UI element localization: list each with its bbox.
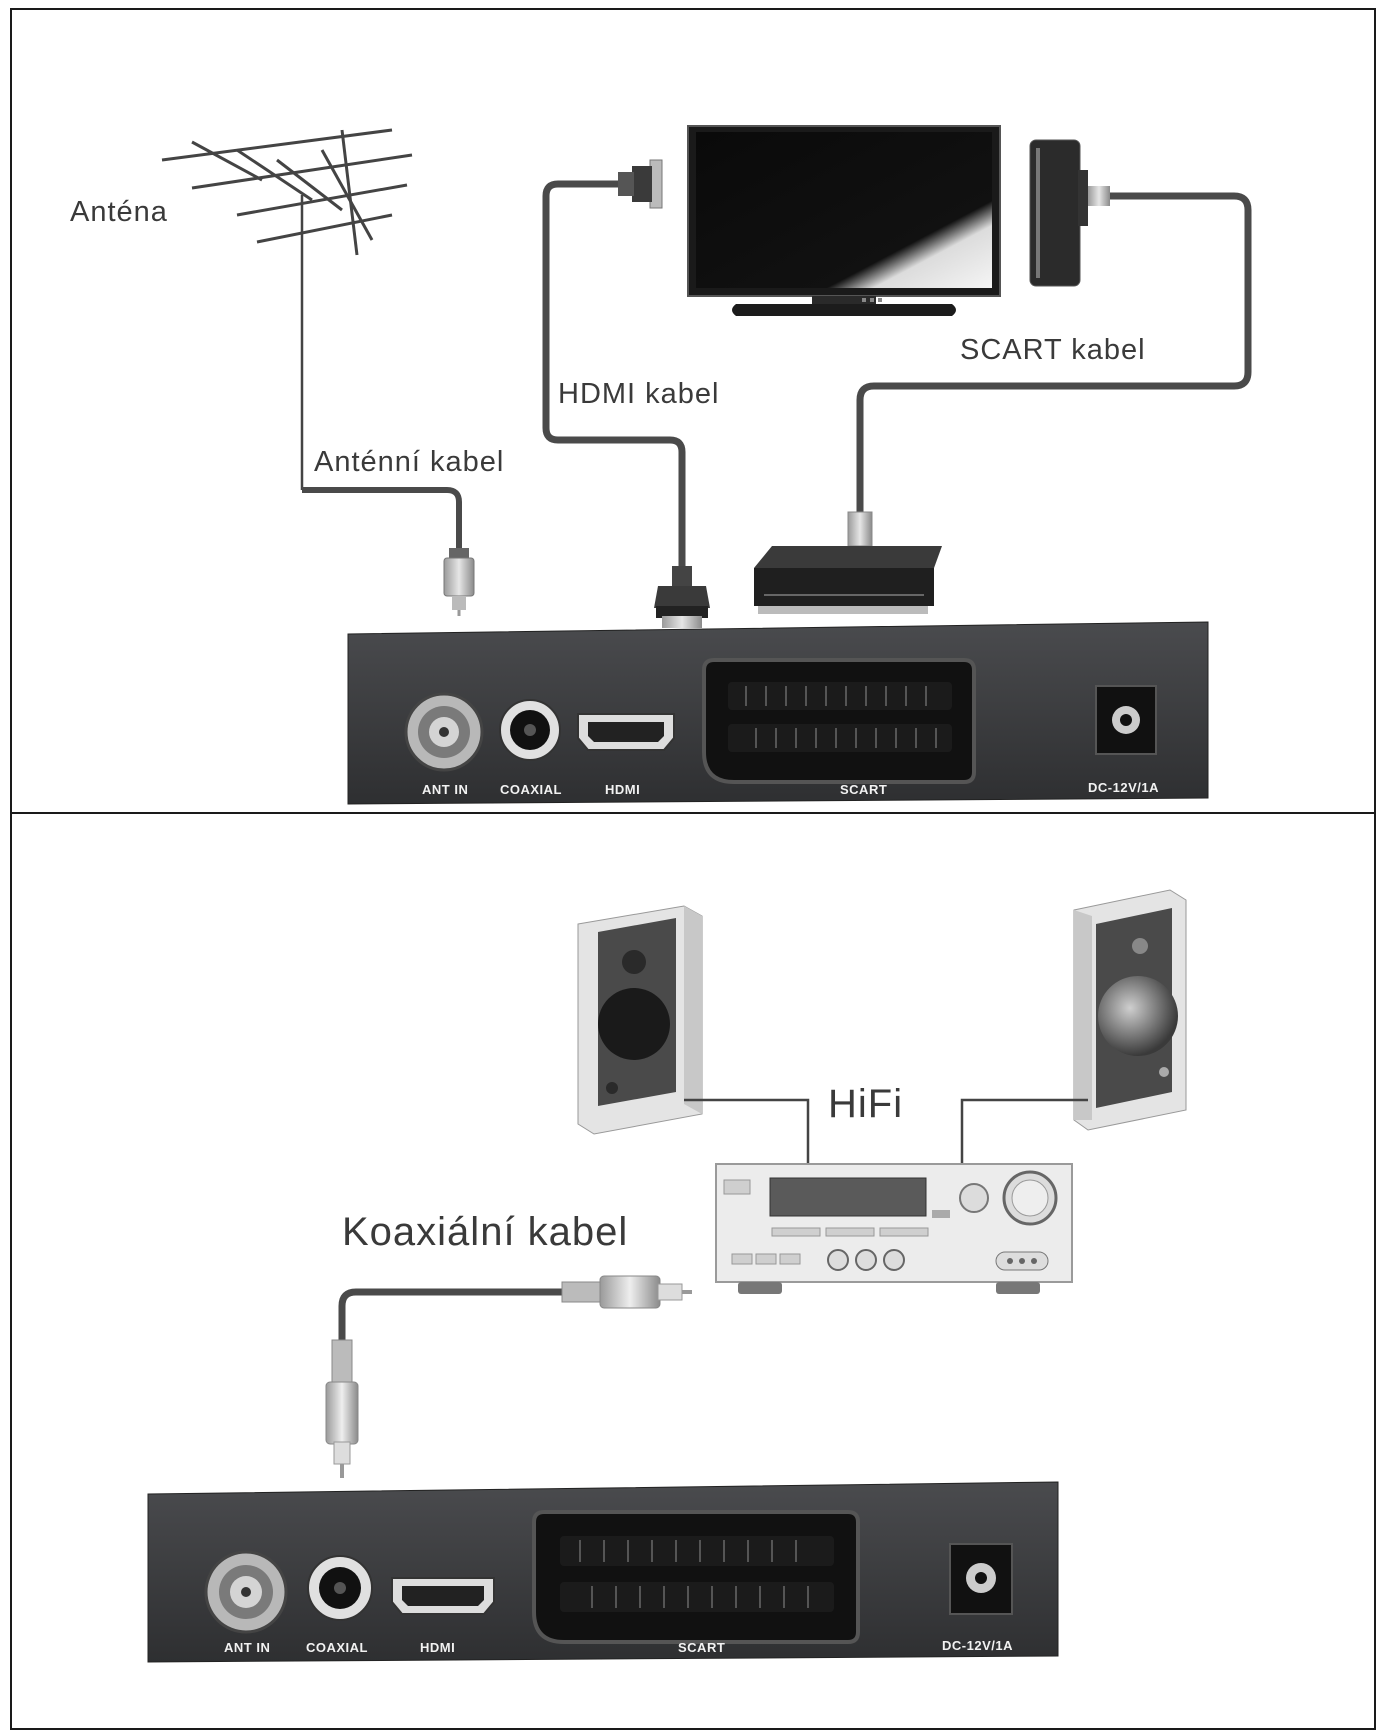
receiver-box: ANT IN COAXIAL HDMI SCART DC-12V/1A <box>348 622 1208 804</box>
port-label-coaxial: COAXIAL <box>306 1640 368 1655</box>
port-label-ant-in: ANT IN <box>224 1640 270 1655</box>
dc-power-port-icon <box>1096 686 1156 754</box>
antenna-cable <box>302 490 459 550</box>
coaxial-cable <box>342 1292 568 1342</box>
port-label-scart: SCART <box>840 782 887 797</box>
port-label-dc: DC-12V/1A <box>942 1638 1013 1653</box>
ant-in-port-icon <box>206 1552 286 1632</box>
label-coaxial-cable: Koaxiální kabel <box>342 1212 628 1252</box>
ant-in-port-icon <box>406 694 482 770</box>
scart-plug-receiver-icon <box>754 512 942 614</box>
label-antenna-cable: Anténní kabel <box>314 448 504 477</box>
hdmi-port-icon <box>392 1578 494 1614</box>
rca-plug-receiver-icon <box>326 1340 358 1478</box>
scart-port-icon <box>704 660 974 782</box>
right-speaker-wire <box>962 1100 1088 1166</box>
label-hdmi-cable: HDMI kabel <box>558 380 720 409</box>
coaxial-port-icon <box>500 700 560 760</box>
rca-plug-hifi-icon <box>562 1276 692 1308</box>
antenna-plug-icon <box>444 548 474 616</box>
coaxial-port-icon <box>308 1556 372 1620</box>
port-label-ant-in: ANT IN <box>422 782 468 797</box>
antenna-icon <box>162 130 412 490</box>
top-connection-panel: ANT IN COAXIAL HDMI SCART DC-12V/1A Anté… <box>10 8 1376 814</box>
top-diagram: ANT IN COAXIAL HDMI SCART DC-12V/1A <box>12 10 1376 814</box>
scart-plug-tv-icon <box>1030 140 1110 286</box>
bottom-diagram: ANT IN COAXIAL HDMI SCART DC-12V/1A <box>12 814 1376 1730</box>
port-label-scart: SCART <box>678 1640 725 1655</box>
dc-power-port-icon <box>950 1544 1012 1614</box>
label-scart-cable: SCART kabel <box>960 336 1146 365</box>
hifi-amplifier-icon <box>716 1164 1072 1294</box>
left-speaker-icon <box>578 906 702 1134</box>
label-antenna: Anténa <box>70 198 168 227</box>
scart-port-icon <box>534 1512 858 1642</box>
port-label-dc: DC-12V/1A <box>1088 780 1159 795</box>
hdmi-plug-receiver-icon <box>654 566 710 628</box>
tv-icon <box>688 126 1000 316</box>
hdmi-plug-tv-icon <box>618 160 662 208</box>
port-label-coaxial: COAXIAL <box>500 782 562 797</box>
port-label-hdmi: HDMI <box>420 1640 455 1655</box>
hdmi-port-icon <box>578 714 674 750</box>
label-hifi: HiFi <box>828 1084 903 1124</box>
receiver-box-bottom: ANT IN COAXIAL HDMI SCART DC-12V/1A <box>148 1482 1058 1662</box>
port-label-hdmi: HDMI <box>605 782 640 797</box>
bottom-connection-panel: ANT IN COAXIAL HDMI SCART DC-12V/1A HiFi… <box>10 812 1376 1730</box>
right-speaker-icon <box>1074 890 1186 1130</box>
left-speaker-wire <box>684 1100 808 1166</box>
